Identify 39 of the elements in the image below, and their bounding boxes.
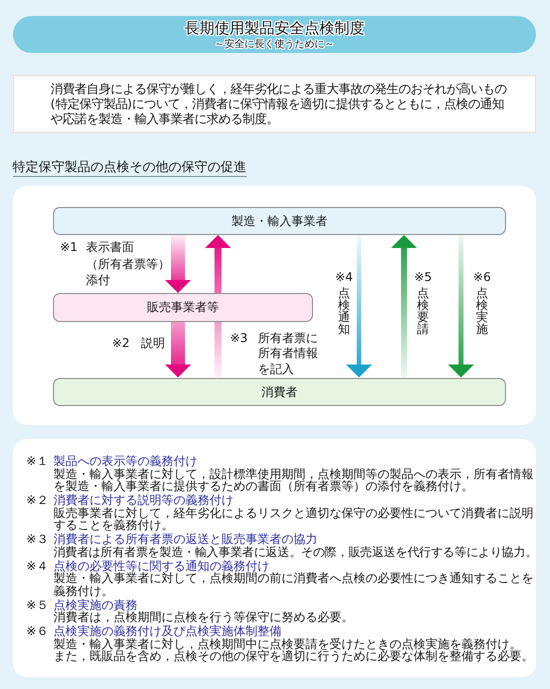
note-text: 販売事業者に対して，経年劣化によるリスクと適切な保守の必要性について消費者に説明することを義務付け。 — [53, 506, 534, 532]
note-mark: ※５ — [26, 598, 48, 612]
note-heading: 製品への表示等の義務付け — [53, 455, 198, 468]
note-text: 製造・輸入事業者に対し，点検期間中に点検要請を受けたときの点検実施を義務付け。 — [53, 638, 522, 650]
arrow — [165, 322, 191, 378]
arrow — [346, 235, 372, 378]
note-text: 製造・輸入事業者に対して，設計標準使用期間，点検期間等の製品への表示，所有者情報を製造・輸入事業者に提供するための書面（所有者票等）の添付を義務付け。 — [53, 468, 534, 493]
note-mark: ※４ — [26, 560, 48, 572]
note-text: 製造・輸入事業者に対して，点検期間の前に消費者へ点検の必要性につき通知することを義務付け。 — [53, 572, 534, 598]
description-box: 消費者自身による保守が難しく，経年劣化による重大事故の発生のおそれが高いもの(特定保守製品)について，消費者に保守情報を適切に提供するとともに，点検の通知や応諾を製造・輸入事業者に求める制度。 — [12, 74, 536, 132]
note-heading: 点検実施の義務付け及び点検実施体制整備 — [53, 625, 282, 638]
note-text: また，既販品を含め，点検その他の保守を適切に行うために必要な体制を整備する必要。 — [53, 650, 534, 663]
note-mark: ※６ — [26, 625, 48, 638]
note-heading: 点検の必要性等に関する通知の義務付け — [53, 560, 270, 572]
edge-label: ※4 点検通知 — [335, 270, 353, 335]
note-mark: ※２ — [26, 494, 48, 507]
arrow — [205, 235, 231, 293]
edge-label: ※1 表示書面（所有者票等）添付 — [60, 239, 170, 288]
entity-box: 消費者 — [52, 378, 506, 406]
edge-label: ※6 点検実施 — [473, 270, 491, 335]
note-heading: 点検実施の責務 — [53, 598, 138, 612]
note-text: 消費者は，点検期間に点検を行う等保守に努める必要。 — [53, 611, 354, 624]
note-mark: ※３ — [26, 533, 48, 546]
edge-label: ※2 説明 — [112, 335, 166, 351]
note-mark: ※１ — [26, 455, 48, 468]
arrow — [448, 235, 474, 378]
edge-label: ※5 点検要請 — [414, 270, 432, 335]
arrow — [165, 235, 191, 293]
title: 長期使用製品安全点検制度 — [184, 19, 364, 37]
arrow — [391, 235, 417, 378]
edge-label: ※3 所有者票に所有者情報を記入 — [230, 330, 319, 377]
entity-box: 販売事業者等 — [52, 293, 313, 322]
entity-box: 製造・輸入事業者 — [52, 207, 506, 235]
subtitle: ～安全に長く使うために～ — [214, 39, 334, 51]
section-heading: 特定保守製品の点検その他の保守の促進 — [12, 160, 246, 176]
note-heading: 消費者による所有者票の返送と販売事業者の協力 — [53, 533, 318, 546]
connector-line — [214, 322, 222, 378]
note-heading: 消費者に対する説明等の義務付け — [53, 494, 234, 507]
note-text: 消費者は所有者票を製造・輸入事業者に返送。その際，販売返送を代行する等により協力。 — [53, 546, 538, 558]
